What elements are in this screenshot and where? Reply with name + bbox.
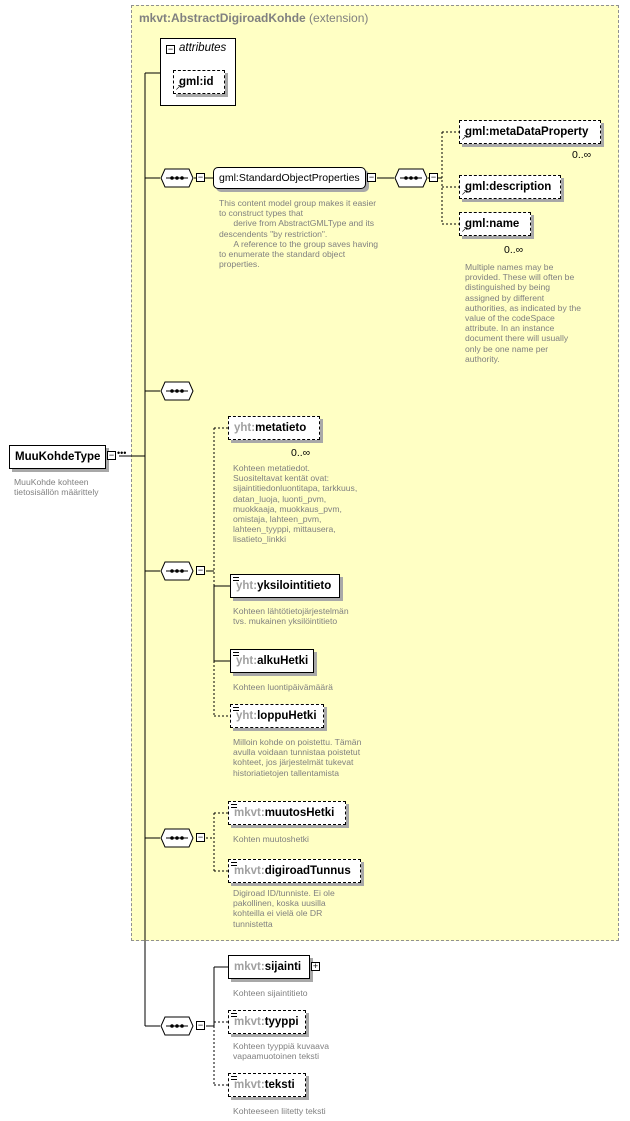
collapse-icon[interactable]: − [107, 450, 116, 460]
simple-content-icon [231, 862, 237, 867]
collapse-icon[interactable]: − [367, 172, 376, 182]
element-mkvt-muutoshetki[interactable]: mkvt:muutosHetki [228, 801, 346, 825]
group-doc: This content model group makes it easier… [219, 198, 379, 270]
loppuhetki-doc: Milloin kohde on poistettu. Tämän avulla… [233, 737, 362, 778]
element-yht-alkuhetki[interactable]: yht:alkuHetki [230, 649, 314, 673]
attributes-label: attributes [179, 42, 227, 54]
simple-content-icon [231, 1013, 237, 1018]
sequence-compositor-icon[interactable] [160, 561, 194, 581]
reference-arrow-icon: ↗ [175, 83, 182, 92]
simple-content-icon [231, 804, 237, 809]
group-standard-object-properties[interactable]: gml:StandardObjectProperties [213, 167, 366, 189]
element-mkvt-teksti[interactable]: mkvt:teksti [228, 1073, 306, 1097]
occurrence-label: 0..∞ [572, 149, 592, 161]
sequence-compositor-icon[interactable] [160, 381, 194, 401]
muutoshetki-doc: Kohten muutoshetki [233, 834, 309, 844]
sequence-compositor-icon[interactable] [160, 168, 194, 188]
reference-arrow-icon: ↗ [461, 133, 468, 142]
element-gml-name[interactable]: ↗gml:name [459, 212, 531, 236]
element-gml-description[interactable]: ↗gml:description [459, 175, 561, 199]
digiroadtunnus-doc: Digiroad ID/tunniste. Ei ole pakollinen,… [233, 888, 335, 929]
collapse-icon[interactable]: − [196, 172, 205, 182]
root-type-node[interactable]: MuuKohdeType [9, 445, 106, 469]
extension-region [131, 5, 619, 941]
sequence-compositor-icon[interactable] [394, 168, 428, 188]
collapse-icon[interactable]: − [166, 44, 175, 54]
element-gml-metadataproperty[interactable]: ↗gml:metaDataProperty [459, 120, 601, 144]
gml-name-doc: Multiple names may be provided. These wi… [465, 262, 582, 364]
simple-content-icon [233, 577, 239, 582]
collapse-icon[interactable]: − [196, 565, 205, 575]
collapse-icon[interactable]: − [429, 172, 438, 182]
attribute-gml-id[interactable]: ↗gml:id [173, 70, 225, 94]
element-mkvt-digiroadtunnus[interactable]: mkvt:digiroadTunnus [228, 859, 361, 883]
sequence-compositor-icon[interactable] [160, 1016, 194, 1036]
simple-content-icon [233, 652, 239, 657]
extension-title: mkvt:AbstractDigiroadKohde (extension) [139, 11, 369, 25]
simple-content-icon [233, 707, 239, 712]
tyyppi-doc: Kohteen tyyppiä kuvaava vapaamuotoinen t… [233, 1041, 330, 1062]
yksilointitieto-doc: Kohteen lähtötietojärjestelmän tvs. muka… [233, 606, 349, 627]
collapse-icon[interactable]: − [196, 832, 205, 842]
expand-icon[interactable]: + [311, 961, 320, 971]
element-mkvt-sijainti[interactable]: mkvt:sijainti [228, 955, 310, 979]
simple-content-icon [231, 1076, 237, 1081]
teksti-doc: Kohteeseen liitetty teksti [233, 1106, 326, 1116]
metatieto-doc: Kohteen metatiedot. Suositeltavat kentät… [233, 463, 358, 545]
occurrence-label: 0..∞ [291, 447, 311, 459]
element-yht-yksilointitieto[interactable]: yht:yksilointitieto [230, 574, 340, 598]
alkuhetki-doc: Kohteen luontipäivämäärä [233, 682, 333, 692]
element-yht-loppuhetki[interactable]: yht:loppuHetki [230, 704, 324, 728]
reference-arrow-icon: ↗ [461, 225, 468, 234]
sijainti-doc: Kohteen sijaintitieto [233, 988, 308, 998]
collapse-icon[interactable]: − [196, 1020, 205, 1030]
sequence-connector-icon: ••• [117, 448, 127, 458]
root-doc: MuuKohde kohteen tietosisällön määrittel… [14, 477, 99, 498]
element-yht-metatieto[interactable]: yht:metatieto [228, 416, 320, 440]
occurrence-label: 0..∞ [504, 244, 524, 256]
reference-arrow-icon: ↗ [461, 188, 468, 197]
element-mkvt-tyyppi[interactable]: mkvt:tyyppi [228, 1010, 306, 1034]
sequence-compositor-icon[interactable] [160, 828, 194, 848]
